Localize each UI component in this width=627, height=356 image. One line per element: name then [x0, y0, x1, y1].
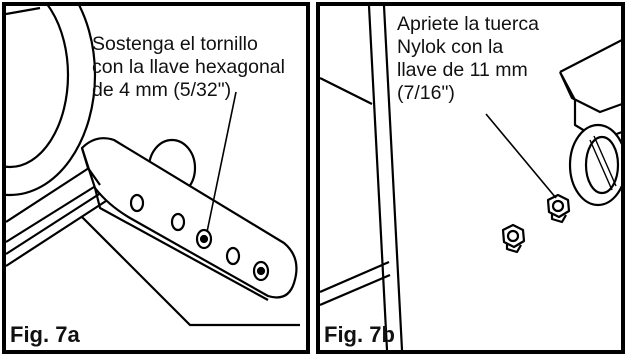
- drum-outer: [6, 6, 97, 197]
- drum-inner: [6, 6, 70, 169]
- wheel-inner: [584, 135, 620, 195]
- nylok-nut-2: [501, 223, 526, 249]
- bracket-hole-4: [225, 246, 241, 266]
- wheel-outer: [568, 123, 621, 207]
- panel-7b-border: [316, 2, 625, 354]
- bracket-hole-5: [252, 260, 270, 282]
- bolt-head: [199, 234, 209, 244]
- bracket-hole-2: [170, 212, 186, 232]
- panel-7a-border: [2, 2, 310, 354]
- panel-7a-drawing: [6, 6, 300, 327]
- leader-line-7a: [206, 91, 237, 233]
- bracket-arm: [80, 137, 298, 299]
- nylok-nut-1: [546, 193, 571, 219]
- bracket-hole-1: [129, 193, 145, 213]
- leader-line-7b: [485, 113, 557, 199]
- callout-text-7a: Sostenga el tornillo con la llave hexago…: [92, 33, 285, 101]
- figure-caption-7b: Fig. 7b: [324, 322, 395, 347]
- vertical-post: [367, 6, 404, 350]
- bracket-hole-3: [195, 228, 213, 250]
- frame-beam-bottom: [69, 204, 300, 327]
- housing-box: [559, 39, 621, 114]
- panel-7b-drawing: [320, 6, 621, 350]
- figure-caption-7a: Fig. 7a: [10, 322, 80, 347]
- callout-text-7b: Apriete la tuerca Nylok con la llave de …: [397, 13, 539, 104]
